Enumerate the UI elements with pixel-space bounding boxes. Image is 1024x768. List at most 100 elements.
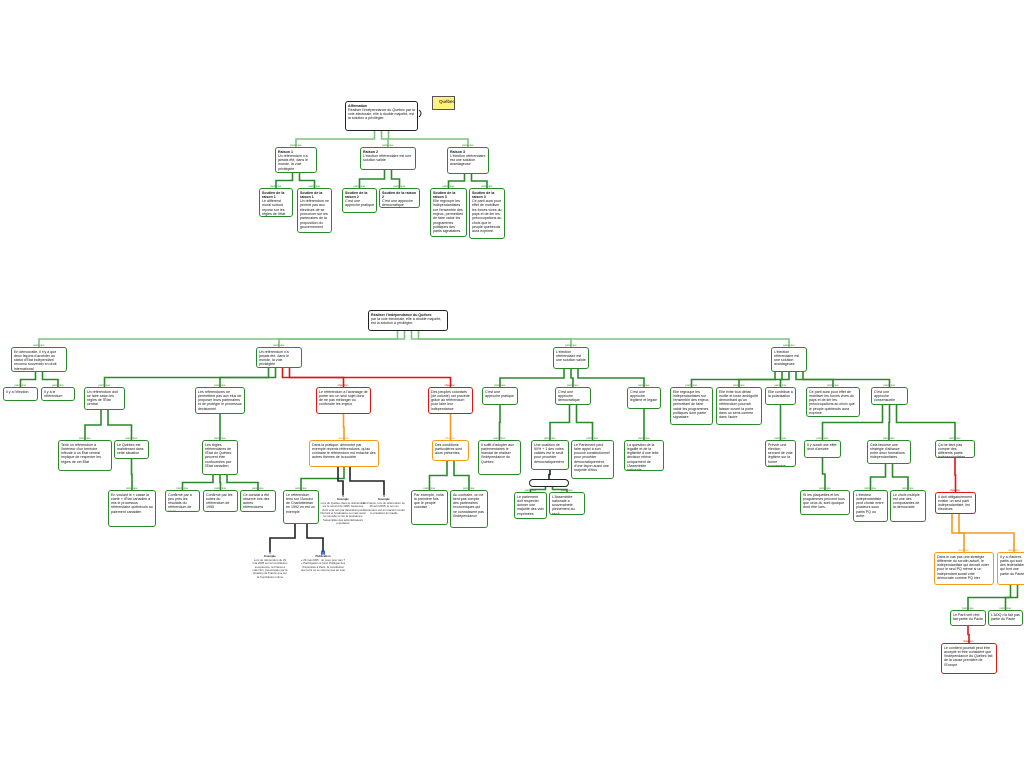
node-text: Il doit obligatoirement exister un seul … [938,494,973,512]
argument-node[interactable]: Un référendum doit se faire selon les rè… [84,387,125,410]
connector-line [453,461,470,490]
argument-node[interactable]: Il y a le référendum [41,387,75,401]
relation-label: parce que [273,343,285,347]
argument-node[interactable]: Le Parti vert réel fait partie du Pacte [950,610,986,626]
argument-node[interactable]: C'est une approche légitime et légale [627,387,661,409]
argument-node[interactable]: La question de la légalité et de la légi… [624,440,664,471]
relation-label: parce que [214,436,226,440]
argument-node[interactable]: Tenir un référendum à l'intérieur d'un t… [58,440,112,471]
argument-node[interactable]: Des conditions particulières sont alors … [432,440,469,461]
connector-line [300,467,345,490]
argument-node[interactable]: Confirmé par les suites du référendum de… [203,490,238,512]
argument-node[interactable]: Le contient pourrait peut être accepté e… [941,643,997,674]
argument-node[interactable]: Au contraire, on ne tient pas compte des… [450,490,488,528]
argument-node[interactable]: Le référendum a l'avantage de porter sur… [316,387,371,414]
argument-node[interactable]: Ça ne tient pas compte des différents pa… [935,440,975,458]
node-title: Soutien de la raison 2 [382,190,417,199]
argument-node[interactable]: C'est une approche consensuelle [871,387,908,405]
connector-line [181,475,214,490]
connector-line [1004,585,1019,610]
argument-node[interactable]: Il y aurait une effet droit d'arrivée [804,440,841,458]
argument-node[interactable]: Le Parlement peut faire appel à son pouv… [571,440,614,479]
argument-node[interactable]: Les référendums ne permettent pas aux él… [195,387,245,414]
relation-label: parce que [544,436,556,440]
argument-node[interactable]: Il y a d'autres partis qui sont des fédé… [997,552,1024,585]
argument-node[interactable]: Elle regroupe les indépendantistes sur l… [670,387,713,425]
relation-label: parce que [176,486,189,490]
node-text: C'est une approche pratique [345,199,374,208]
argument-node[interactable]: L'électeur indépendantiste peut choisir … [853,490,888,522]
node-title: Raison 2 [363,149,378,154]
node-title: Soutien de la raison 1 [262,190,285,199]
argument-node[interactable]: Des peuples colonisés (de colonie) ont p… [428,387,473,414]
argument-node[interactable]: Ce constat a été observé lors des autres… [240,490,276,512]
note-quebec[interactable]: Québec [432,96,455,110]
relation-label: parce que [638,436,650,440]
relation-label: parce que [685,383,698,387]
argument-node[interactable]: Le Québec est maintenant dans cette situ… [114,440,149,459]
connector-line [417,331,790,347]
argument-node[interactable]: L'élection référendaire est une solution… [771,347,807,372]
node-text: Un référendum n'a jamais été, dans le mo… [278,153,308,171]
relation-label: parce que [493,436,506,440]
argument-node[interactable]: Elle contribue à la polarisation [765,387,796,405]
example-text: En France, lors du référendum du 29 avri… [363,500,405,516]
argument-node[interactable]: L'élection référendaire est une solution… [553,347,589,369]
argument-node[interactable]: Prévoir une élection servant de vote lég… [765,440,796,467]
argument-node[interactable]: Un référendum n'a jamais été, dans le mo… [256,347,302,368]
argument-node[interactable]: En démocratie, il n'y a que deux façons … [11,347,67,372]
argument-node[interactable]: Confirmé par à peu près les résultats du… [165,490,200,512]
group-connector-node[interactable] [529,479,569,487]
node-text: L'élection référendaire est une solution… [363,153,412,163]
connector-line [958,514,1015,552]
argument-node[interactable]: Si les plaquettes et les programmes peuv… [800,490,850,515]
argument-node[interactable]: Dans le cas pas une stratégie différente… [934,552,994,585]
argument-node[interactable]: Il suffit d'adopter aux parlementaires l… [478,440,521,475]
argument-node[interactable]: Ce parti aura pour effet de mobiliser le… [806,387,860,417]
argument-node[interactable]: Par exemple, voilà la première fois que … [411,490,448,525]
argument-node[interactable]: L'ADQ n'a fait pas partie du Pacte [988,610,1023,626]
argument-node[interactable]: L'Assemblée nationale a souveraineté ple… [549,492,585,515]
argument-node[interactable]: Les règles référendaires de l'État du Qu… [202,440,238,475]
argument-node[interactable]: Il doit obligatoirement exister un seul … [935,492,976,514]
argument-node[interactable]: Elle évite tout débat inutile et toute a… [716,387,762,425]
node-text: Dans la pratique, démontré par exemple r… [312,442,376,460]
argument-node[interactable]: Il y a l'élection [3,387,38,401]
argument-node[interactable]: Le parlement doit respecter donner une m… [514,492,547,519]
argument-node[interactable]: Le référendum tenu sur l'Accord de Charl… [283,490,319,524]
node-text: Le Québec est maintenant dans cette situ… [117,442,144,456]
relation-label: parce que [423,486,436,490]
argument-node[interactable]: C'est une approche pratique [482,387,518,405]
relation-label: parce que [567,383,579,387]
node-text: Le référendum a l'avantage de porter sur… [319,389,368,407]
argument-node[interactable]: Une coalition de 50% + 1 des votes valid… [531,440,569,470]
argument-node[interactable]: Dans la pratique, démontré par exemple r… [309,440,379,467]
relation-label: réfutation [1008,548,1019,552]
node-text: Il y aurait une effet droit d'arrivée [807,442,837,451]
node-text: Le référendum tenu sur l'Accord de Charl… [286,492,315,514]
argument-node[interactable]: Cela favorise une stratégie d'alliance e… [867,440,911,464]
relation-label: parce que [353,184,366,188]
connector-line [888,405,891,440]
argument-node[interactable]: C'est une approche démocratique [555,387,591,405]
argument-node[interactable]: En voulant le « casse la clarté » l'État… [108,490,156,527]
example-attachment[interactable]: ▤Publication« 29 mai 2005 : un coup pour… [300,550,346,572]
connector-line [499,369,565,387]
node-text: Ce constat a été observé lors des autres… [243,492,270,510]
argument-node[interactable]: Le choix multiple est une des composante… [890,490,926,522]
connector-line [498,405,501,440]
